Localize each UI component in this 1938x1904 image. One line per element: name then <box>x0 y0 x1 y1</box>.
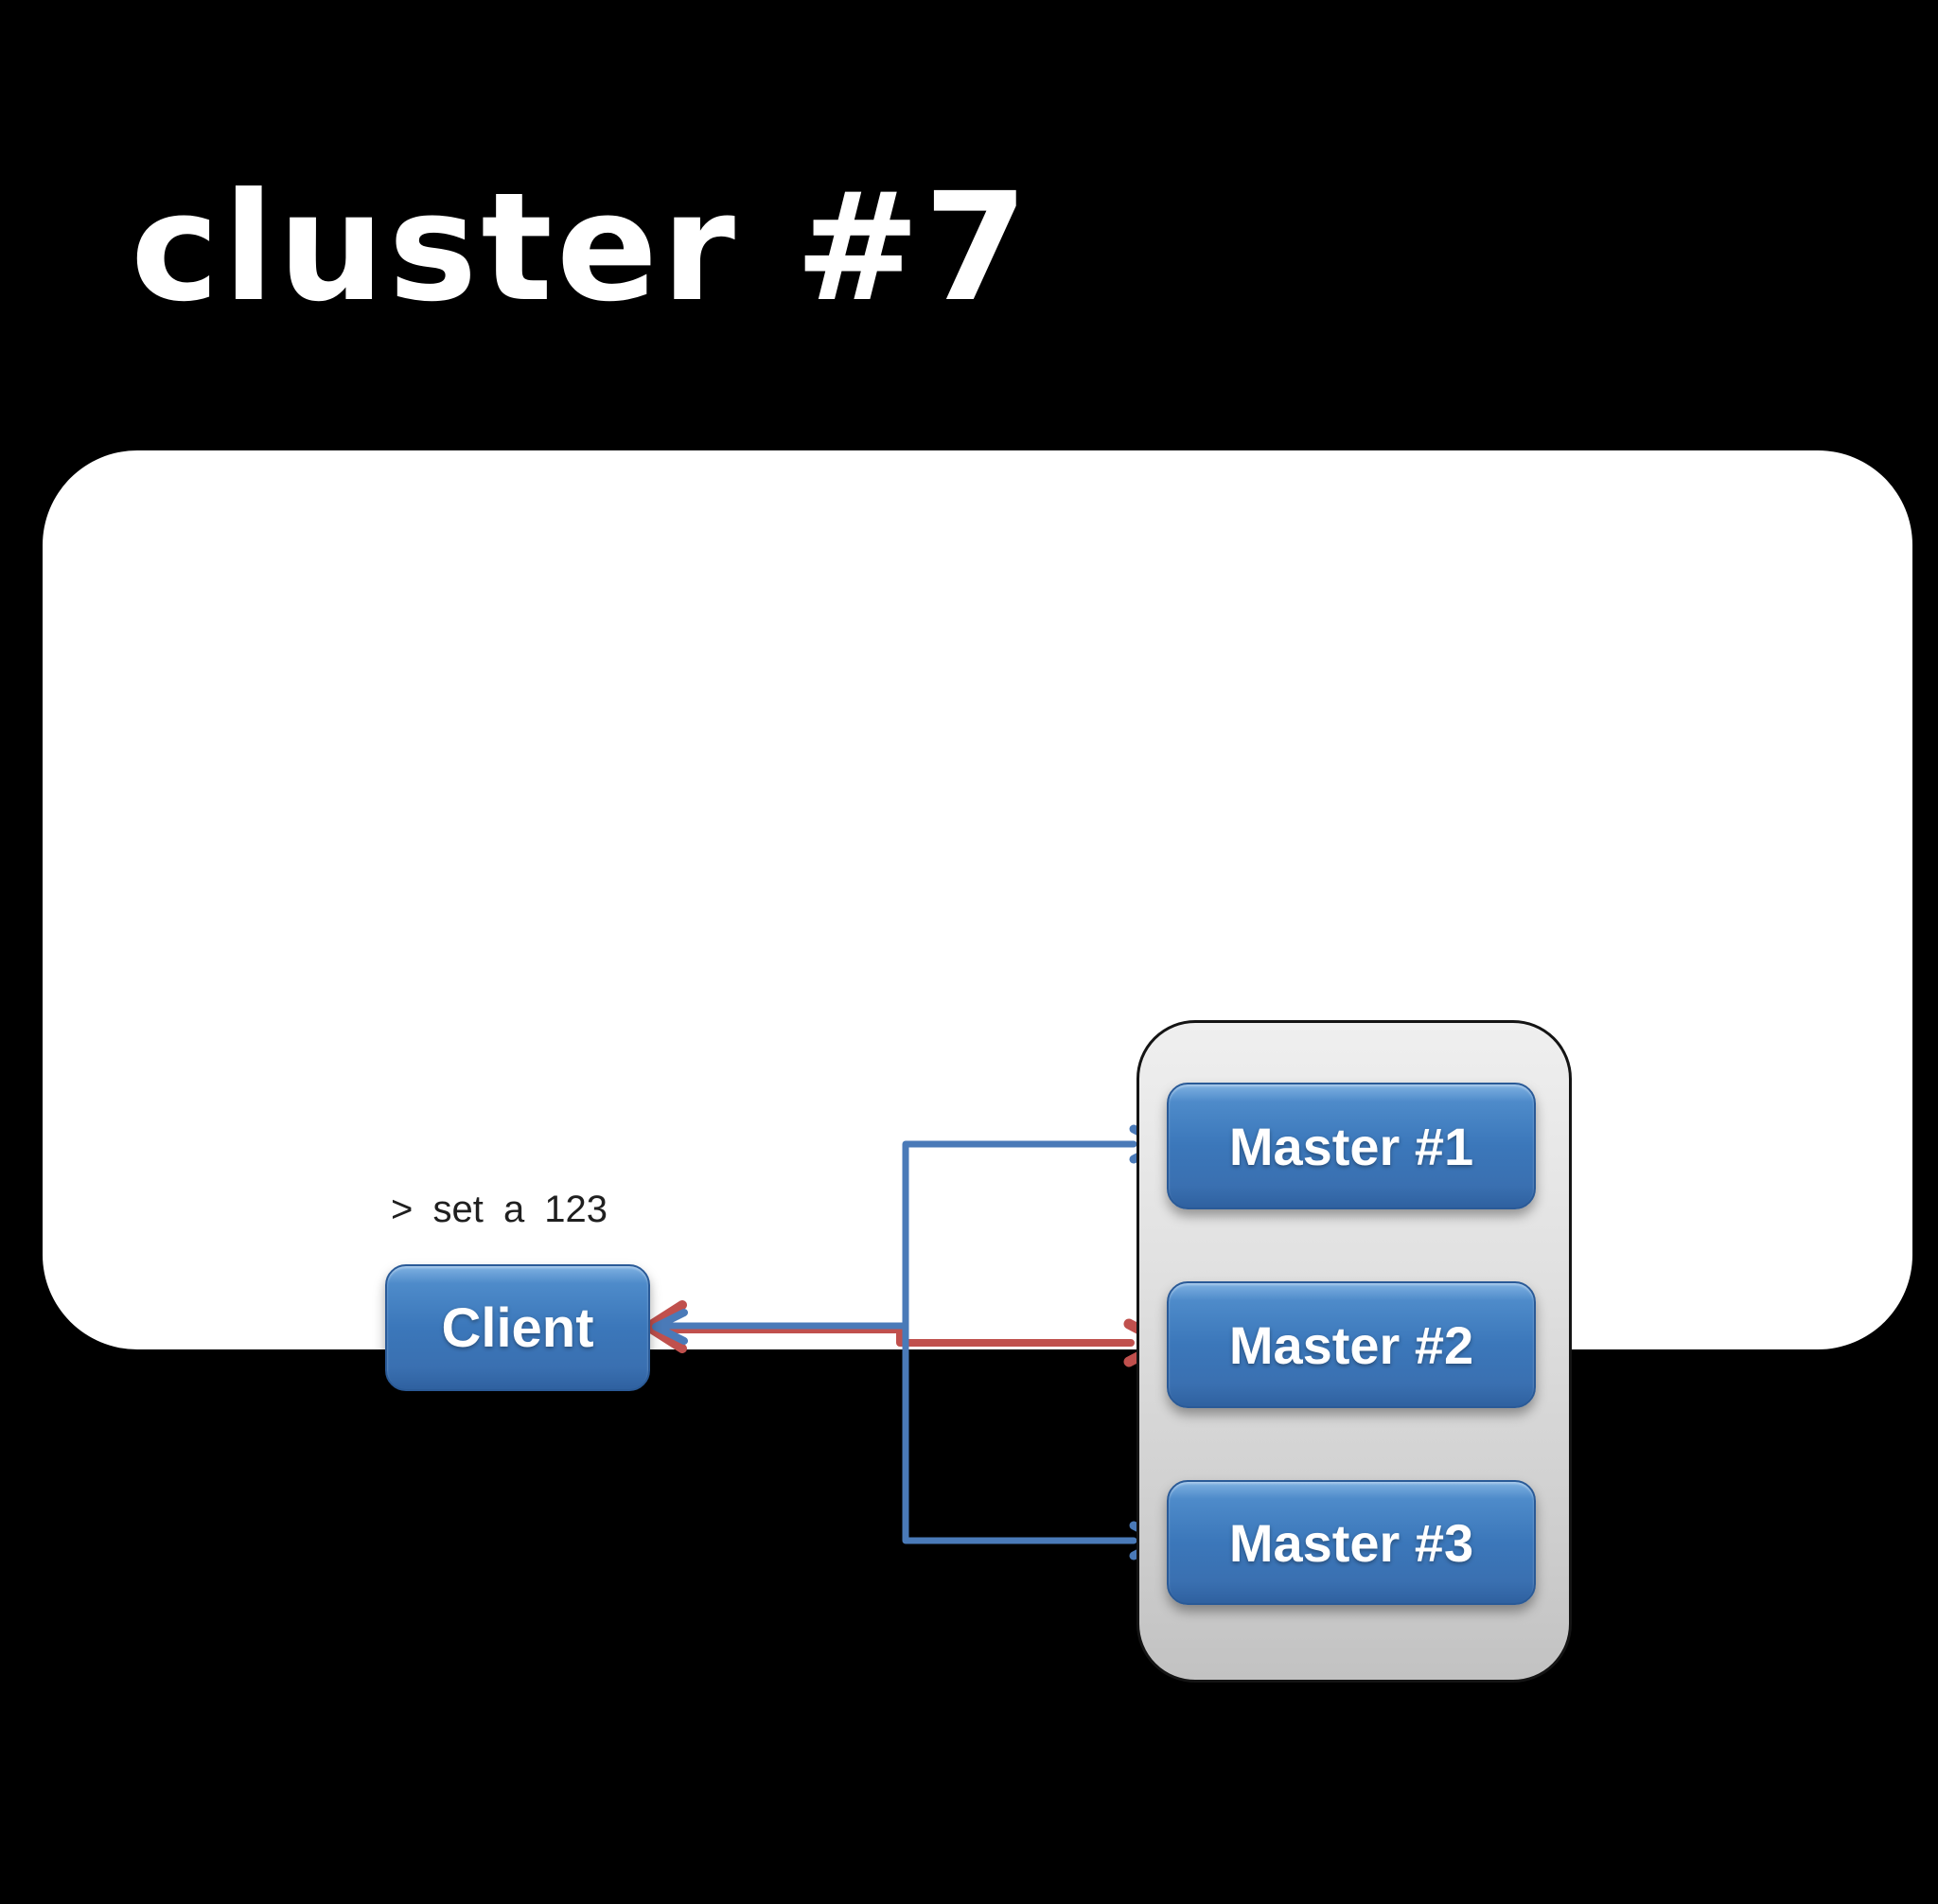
red-connector-line <box>652 1326 1135 1347</box>
master-2-label: Master #2 <box>1228 1314 1474 1375</box>
master-1-node: Master #1 <box>1167 1083 1536 1209</box>
client-node: Client <box>385 1264 650 1391</box>
arrows-layer <box>643 1124 1171 1560</box>
master-3-node: Master #3 <box>1167 1480 1536 1605</box>
slide: cluster #7 > set a 123 Client Master #1 … <box>43 161 1912 1683</box>
diagram-panel: > set a 123 Client Master #1 Master #2 M… <box>43 450 1912 1683</box>
blue-arrowhead-to-client <box>652 1309 688 1345</box>
client-node-label: Client <box>441 1296 594 1359</box>
command-text: > set a 123 <box>391 1189 608 1230</box>
master-1-label: Master #1 <box>1228 1116 1474 1176</box>
red-arrowhead-to-client <box>643 1300 687 1353</box>
master-2-node: Master #2 <box>1167 1281 1536 1408</box>
slide-title: cluster #7 <box>131 161 1032 335</box>
master-3-label: Master #3 <box>1228 1512 1474 1573</box>
blue-connector-lines <box>656 1140 1137 1544</box>
